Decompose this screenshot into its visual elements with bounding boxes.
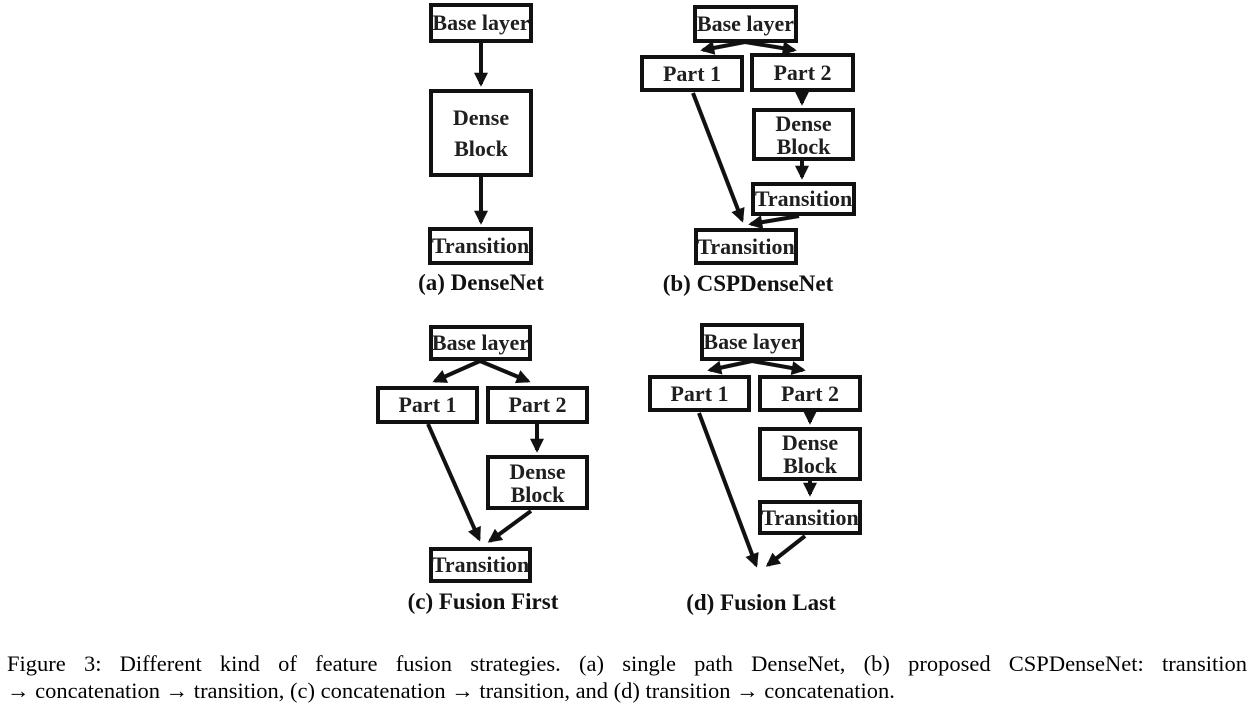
arrow-c-dense-to-transition (487, 509, 533, 543)
node-a-transition: Transition (428, 227, 533, 265)
node-b-part2: Part 2 (750, 53, 855, 92)
node-c-part1: Part 1 (376, 386, 479, 424)
node-b-base-layer: Base layer (693, 5, 798, 43)
node-d-dense-block: Dense Block (758, 427, 862, 481)
arrow-d-base-to-part2 (751, 359, 806, 375)
node-c-transition: Transition (429, 547, 532, 583)
node-b-dense-block: Dense Block (752, 108, 855, 161)
node-a-dense-block: Dense Block (429, 89, 533, 177)
node-b-part1: Part 1 (640, 55, 744, 92)
node-c-dense-block: Dense Block (486, 455, 589, 510)
figure-caption: Figure 3: Different kind of feature fusi… (7, 650, 1247, 704)
panel-label-a: (a) DenseNet (418, 270, 544, 295)
node-c-part2: Part 2 (486, 386, 589, 424)
caption-line-1: Figure 3: Different kind of feature fusi… (7, 651, 1247, 676)
arrow-c-part1-to-transition (426, 423, 481, 542)
caption-line-2: → concatenation → transition, (c) concat… (7, 678, 895, 703)
arrow-d-transition-to-concat (765, 534, 807, 567)
node-d-part2: Part 2 (758, 375, 862, 412)
node-d-transition: Transition (758, 500, 862, 535)
arrow-c-base-to-part2 (479, 359, 531, 384)
panel-label-b: (b) CSPDenseNet (662, 271, 834, 296)
arrow-c-base-to-part1 (432, 359, 481, 383)
arrow-b-transition-upper-to-transition-lower (748, 214, 800, 230)
arrow-b-base-to-part2 (744, 40, 797, 56)
node-a-base-layer: Base layer (429, 3, 533, 43)
panel-label-d: (d) Fusion Last (686, 590, 836, 615)
node-c-base-layer: Base layer (429, 325, 532, 361)
arrow-b-part1-to-transition-lower (691, 92, 745, 223)
panel-label-c: (c) Fusion First (407, 589, 559, 614)
arrow-d-base-to-part1 (707, 359, 753, 375)
arrow-b-base-to-part1 (700, 40, 746, 55)
node-b-transition-lower: Transition (694, 228, 798, 265)
node-b-transition-upper: Transition (751, 182, 856, 216)
node-d-base-layer: Base layer (700, 323, 804, 361)
node-d-part1: Part 1 (648, 375, 751, 412)
arrow-d-part1-to-concat (697, 412, 759, 568)
